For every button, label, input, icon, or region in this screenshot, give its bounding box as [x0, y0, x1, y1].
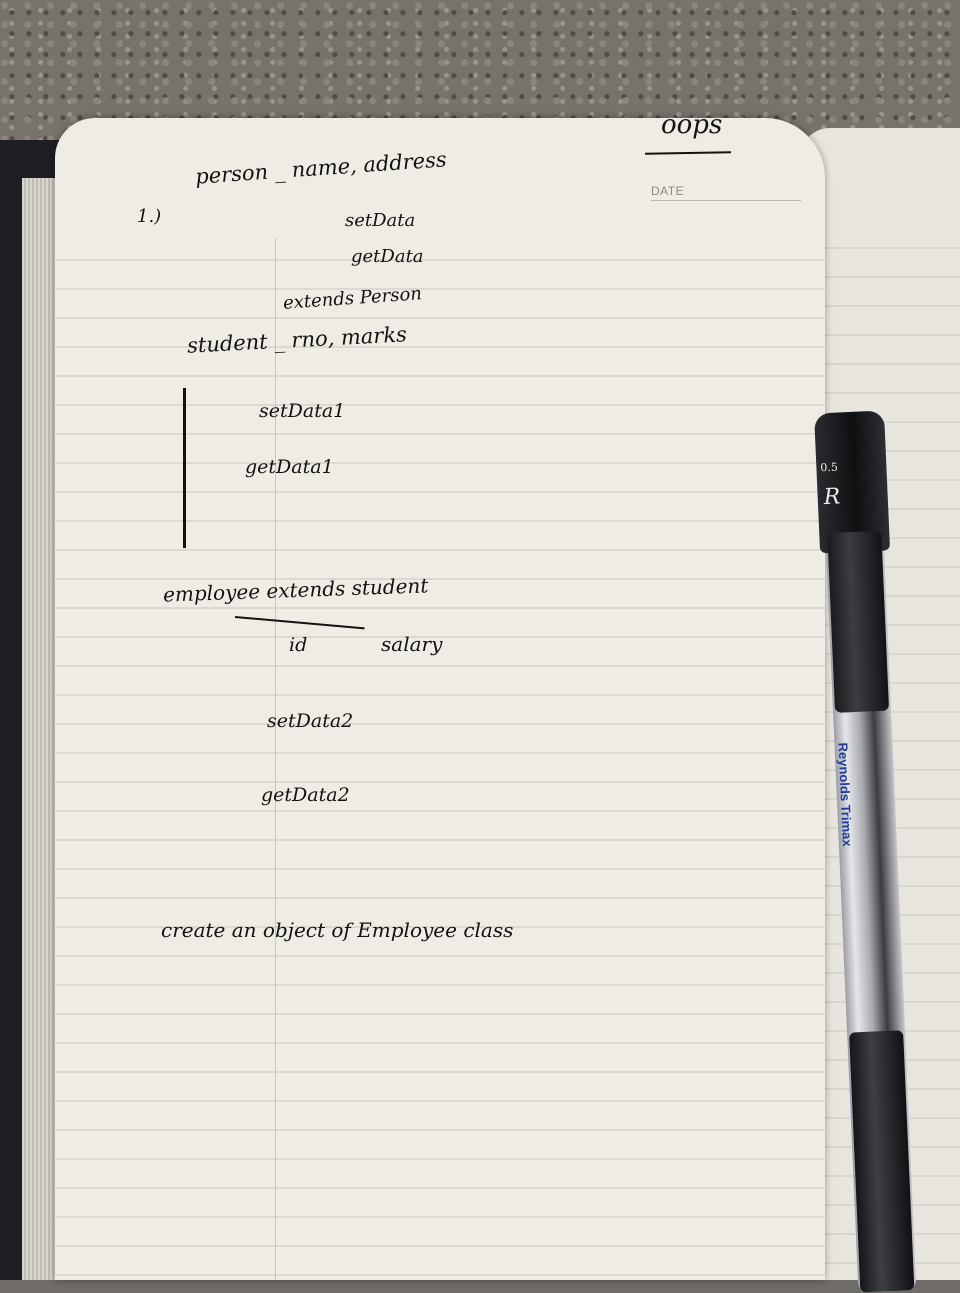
line-setdata1: setData1 — [259, 400, 346, 422]
margin-line — [275, 238, 276, 1280]
left-page: DATE oops 1.) person _ name, address set… — [55, 118, 825, 1280]
line-employee: employee extends student — [162, 573, 429, 607]
date-label: DATE — [651, 184, 685, 198]
line-person: person _ name, address — [194, 147, 448, 189]
page-rules — [55, 259, 825, 1276]
item-number: 1.) — [137, 206, 162, 227]
pen-size-label: 0.5 — [820, 460, 839, 475]
date-line — [651, 200, 801, 201]
line-setdata2: setData2 — [267, 710, 354, 732]
pen-logo: R — [823, 484, 841, 511]
bracket-bar — [183, 388, 186, 548]
line-extends-person: extends Person — [282, 283, 423, 314]
line-setdata: setData — [345, 210, 416, 231]
title-underline — [644, 151, 732, 155]
line-id: id — [289, 634, 308, 656]
line-getdata: getData — [351, 246, 424, 267]
line-salary: salary — [381, 632, 443, 656]
pen-lower-grip — [849, 1030, 915, 1293]
pen-grip — [827, 530, 890, 713]
line-getdata2: getData2 — [261, 784, 350, 806]
title-note: oops — [661, 118, 723, 140]
arrow-line — [234, 616, 365, 630]
line-create-object: create an object of Employee class — [161, 918, 514, 942]
line-student: student _ rno, marks — [186, 322, 408, 358]
line-getdata1: getData1 — [245, 456, 334, 478]
